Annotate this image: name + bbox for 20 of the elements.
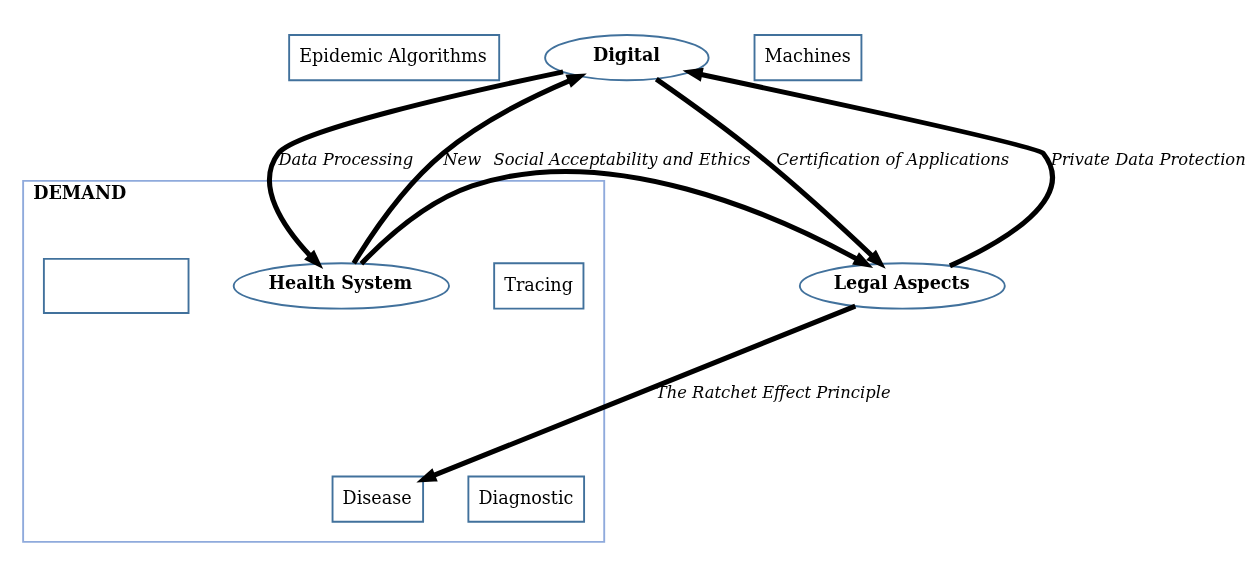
arrow [267, 68, 564, 269]
node-ellipse: Legal Aspects [798, 261, 1006, 310]
edge-label: Data Processing [278, 149, 414, 169]
arrow [654, 76, 886, 269]
node-box: Diagnostic [467, 475, 586, 523]
node-ellipse: Health System [232, 261, 450, 310]
edge-label: The Ratchet Effect Principle [655, 382, 891, 402]
node-box: Epidemic Algorithms [288, 33, 501, 81]
node-box: Tracing [493, 261, 585, 310]
edge-label: Certification of Applications [776, 149, 1010, 169]
edge-label: Social Acceptability and Ethics [493, 149, 751, 169]
arrow [359, 168, 874, 268]
node-box: Machines [753, 33, 863, 81]
arrow [416, 303, 857, 482]
arrow [682, 67, 1055, 268]
edge-label: Private Data Protection [1050, 149, 1246, 169]
node-box: Disease [331, 475, 425, 523]
arrow [351, 72, 587, 265]
node-box [42, 257, 190, 314]
edge-label: New [443, 149, 482, 169]
